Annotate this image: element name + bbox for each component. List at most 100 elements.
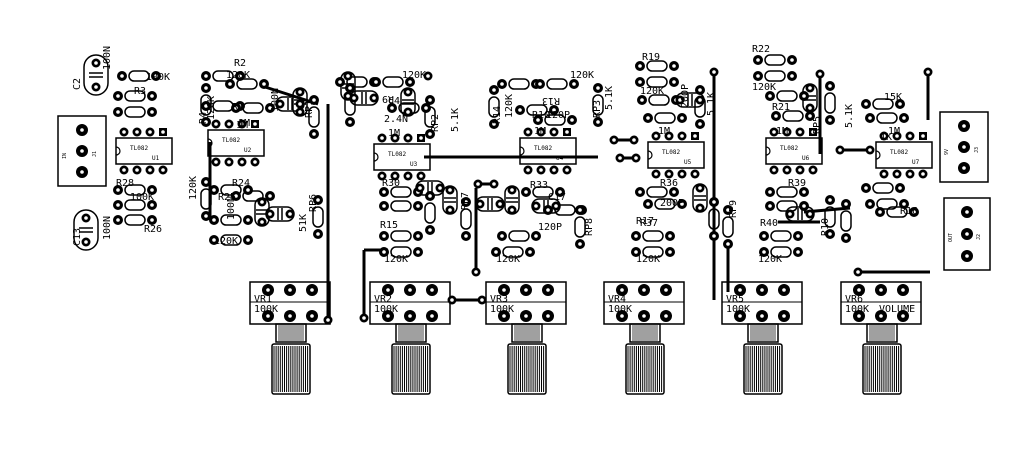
pad-hole [857, 314, 861, 318]
silkscreen-label: R1 [232, 102, 244, 113]
silkscreen-label: R26 [144, 224, 162, 235]
pad-hole [161, 130, 165, 134]
pad-hole [808, 86, 812, 90]
pad-hole [782, 314, 786, 318]
pad-hole [416, 250, 420, 254]
pad-hole [348, 86, 352, 90]
silkscreen-label: 120K [226, 70, 250, 81]
resistor [220, 214, 242, 226]
silkscreen-label: R16 [900, 206, 918, 217]
pad-hole [538, 82, 542, 86]
silkscreen-label: IN [62, 153, 68, 159]
pad-hole [895, 134, 899, 138]
pad-hole [228, 82, 232, 86]
resistor [124, 184, 146, 196]
pad-hole [316, 232, 320, 236]
pad-hole [204, 180, 208, 184]
pad-hole [268, 106, 272, 110]
resistor [782, 110, 804, 122]
silkscreen-label: TL082 [222, 137, 240, 144]
silkscreen-label: J2 [976, 234, 982, 240]
potentiometer-vr5 [721, 281, 803, 395]
pad-hole [161, 168, 165, 172]
pad-hole [214, 122, 218, 126]
silkscreen-label: 100N [102, 46, 113, 70]
silkscreen-label: 2.4N [384, 114, 408, 125]
resistor [124, 106, 146, 118]
resistor [592, 94, 604, 116]
silkscreen-label: TL082 [662, 149, 680, 156]
pad-hole [962, 166, 966, 170]
pad-hole [150, 218, 154, 222]
pad-hole [227, 122, 231, 126]
pad-hole [310, 314, 314, 318]
pad-hole [642, 288, 646, 292]
pad-hole [492, 88, 496, 92]
pad-hole [811, 168, 815, 172]
resistor [764, 70, 786, 82]
pad-hole [288, 288, 292, 292]
silkscreen-label: RP3 [592, 100, 603, 118]
pad-hole [738, 288, 742, 292]
pad-hole [260, 200, 264, 204]
resistor [764, 54, 786, 66]
resistor [312, 206, 324, 228]
pad-hole [808, 106, 812, 110]
pad-hole [965, 210, 969, 214]
pad-hole [500, 82, 504, 86]
potentiometer-vr2 [369, 281, 451, 395]
pad-hole [380, 136, 384, 140]
silkscreen-label: U2 [244, 147, 252, 154]
pad-hole [546, 314, 550, 318]
pad-hole [596, 120, 600, 124]
pad-hole [528, 250, 532, 254]
silkscreen-label: 5.1K [604, 86, 615, 110]
pad-hole [448, 208, 452, 212]
pad-hole [418, 186, 422, 190]
pad-hole [526, 168, 530, 172]
pad-hole [518, 108, 522, 112]
pad-hole [558, 190, 562, 194]
silkscreen-label: 1M [388, 128, 400, 139]
pad-hole [150, 94, 154, 98]
silkscreen-label: R36 [660, 178, 678, 189]
pad-hole [408, 288, 412, 292]
pad-hole [214, 160, 218, 164]
silkscreen-label: 120K [636, 254, 660, 265]
silkscreen-label: 15K [884, 92, 902, 103]
potentiometer-vr1 [249, 281, 331, 395]
silkscreen-label: 1M [658, 126, 670, 137]
pad-hole [135, 130, 139, 134]
silkscreen-label: C13 [72, 228, 83, 246]
pad-hole [802, 94, 806, 98]
pad-hole [94, 61, 98, 65]
pad-hole [898, 102, 902, 106]
silkscreen-label: 100K [254, 304, 278, 315]
pad-hole [390, 106, 394, 110]
silkscreen-label: C2 [72, 78, 83, 90]
pad-hole [406, 90, 410, 94]
pad-hole [642, 314, 646, 318]
silkscreen-label: VR6 [845, 294, 863, 305]
silkscreen-label: R25 [218, 192, 236, 203]
ic-u4 [519, 137, 577, 165]
pad-hole [796, 234, 800, 238]
silkscreen-label: 100K [608, 304, 632, 315]
pad-hole [901, 288, 905, 292]
silkscreen-label: VR5 [726, 294, 744, 305]
ic-u3 [373, 143, 431, 171]
pad-hole [524, 190, 528, 194]
pad-hole [234, 194, 238, 198]
pad-hole [393, 174, 397, 178]
pad-hole [878, 210, 882, 214]
silkscreen-label: R37 [640, 218, 658, 229]
silkscreen-label: TL082 [130, 145, 148, 152]
pad-hole [828, 198, 832, 202]
pad-hole [498, 202, 502, 206]
resistor [242, 190, 264, 202]
pad-hole [756, 74, 760, 78]
pad-hole [204, 86, 208, 90]
pad-hole [406, 136, 410, 140]
pad-hole [818, 72, 822, 76]
